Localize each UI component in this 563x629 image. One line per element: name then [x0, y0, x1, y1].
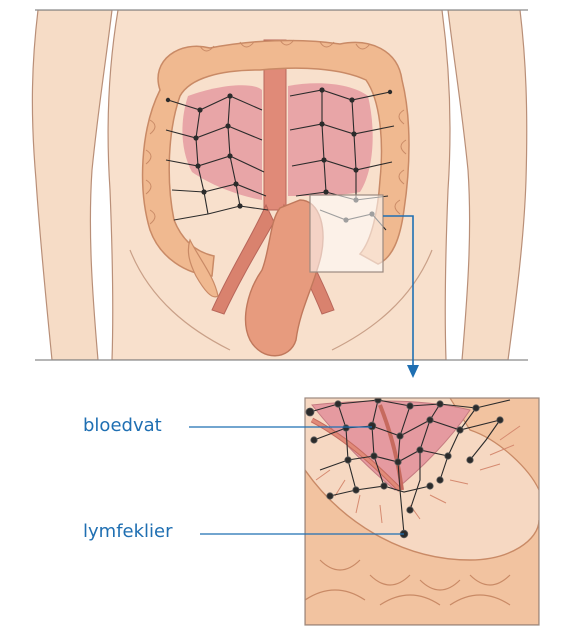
- mesentery-right: [288, 83, 373, 196]
- label-bloodvessel: bloedvat: [83, 416, 162, 436]
- torso-illustration: [32, 10, 526, 360]
- label-lymph-node: lymfeklier: [83, 522, 173, 542]
- arrow-down-icon: [407, 365, 419, 378]
- left-arm: [32, 10, 112, 360]
- zoom-detail-panel: [305, 397, 539, 625]
- zoom-selection-box: [310, 195, 383, 272]
- right-arm: [448, 10, 527, 360]
